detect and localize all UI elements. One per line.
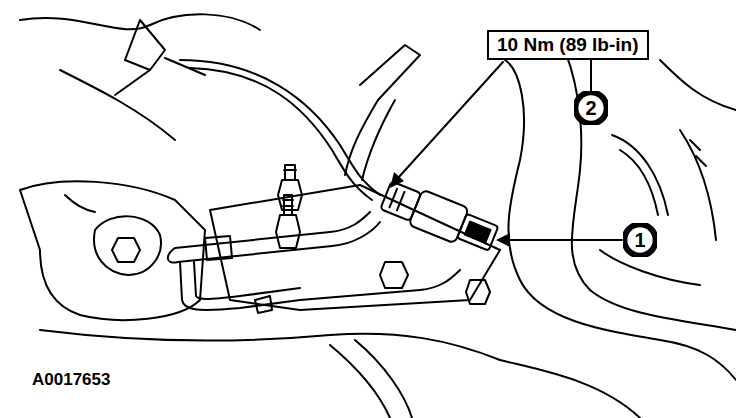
brake-tube (178, 222, 380, 262)
leader-arrowhead (496, 233, 510, 247)
manifold-rib (680, 130, 716, 240)
callout-number: 2 (574, 97, 608, 120)
brake-tube (180, 262, 300, 310)
callout-number: 1 (623, 229, 657, 252)
brake-tube (175, 212, 370, 248)
callout-circle: 1 (623, 223, 657, 257)
brake-tube (194, 262, 300, 299)
leader-arrowhead (390, 172, 404, 188)
leader-stroke (590, 60, 592, 91)
hose-segment (345, 100, 378, 175)
tube-fitting (255, 296, 272, 313)
connector-clip (125, 20, 165, 70)
stud-thread (284, 165, 296, 180)
torque-value: 10 Nm (89 lb-in) (497, 34, 638, 56)
bolt-head (380, 262, 408, 288)
leader-line (398, 62, 503, 178)
hose-segment (362, 100, 395, 180)
brake-tube (300, 270, 460, 300)
clip-wire (115, 58, 205, 95)
bolt-head (112, 238, 140, 262)
manifold-outline (660, 60, 736, 110)
hose-segment (360, 45, 420, 100)
stud-bolt (276, 215, 300, 248)
torque-spec-box: 10 Nm (89 lb-in) (487, 30, 649, 60)
leader-line (508, 239, 622, 241)
sensor-wire (180, 60, 380, 195)
leader-line (591, 60, 592, 91)
background-line (40, 330, 500, 360)
bolt-head (466, 280, 490, 304)
manifold-outline (505, 60, 736, 380)
sensor-body (379, 178, 501, 257)
mount-bushing (94, 216, 161, 275)
background-line (65, 195, 95, 212)
background-line (330, 340, 412, 418)
tube-end (168, 248, 178, 263)
figure-code: A0017653 (32, 370, 110, 390)
background-line (60, 70, 175, 140)
manifold-outline (560, 40, 736, 330)
callout-circle: 2 (574, 91, 608, 125)
engine-mount (20, 181, 205, 320)
manifold-rib (612, 135, 668, 215)
bracket-plate (210, 185, 500, 310)
stud-thread (283, 195, 293, 215)
background-line (500, 360, 640, 418)
tube-fitting (205, 236, 232, 260)
